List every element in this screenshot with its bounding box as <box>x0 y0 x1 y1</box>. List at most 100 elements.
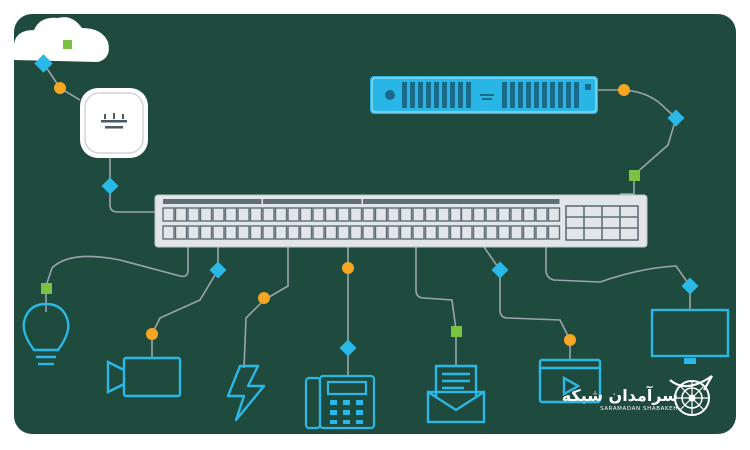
cyan-diamond <box>667 109 685 127</box>
switch-port <box>412 207 425 222</box>
switch-port <box>349 207 363 222</box>
cyan-diamond <box>339 339 357 357</box>
switch-port <box>535 225 548 240</box>
connector-markers <box>34 54 699 357</box>
switch-port <box>472 225 486 240</box>
switch-port <box>399 207 413 222</box>
switch-port <box>237 207 250 222</box>
switch-port <box>387 225 400 240</box>
orange-dot <box>564 334 576 346</box>
switch-port <box>349 225 363 240</box>
switch-port <box>337 225 350 240</box>
media-player-icon <box>538 358 602 404</box>
switch-port <box>187 207 200 222</box>
switch-port <box>287 225 300 240</box>
switch-port <box>174 225 188 240</box>
switch-port <box>387 207 400 222</box>
switch-ports <box>162 199 561 240</box>
switch-port <box>162 207 175 222</box>
green-square <box>41 283 52 294</box>
switch-port <box>437 225 450 240</box>
switch-port <box>510 225 523 240</box>
switch-port <box>460 225 473 240</box>
server-icon <box>370 76 598 114</box>
switch-port <box>374 207 388 222</box>
orange-dot <box>618 84 630 96</box>
cyan-diamond <box>34 54 53 73</box>
switch-port <box>299 207 313 222</box>
switch-uplink-module <box>565 205 639 241</box>
switch-port <box>174 207 188 222</box>
switch-port <box>212 225 225 240</box>
switch-port <box>274 207 288 222</box>
switch-port <box>212 207 225 222</box>
switch-port-group-label <box>263 199 362 204</box>
switch-port <box>262 225 275 240</box>
brand-title: سرآمدان شبکه <box>561 386 678 405</box>
switch-port <box>362 225 375 240</box>
switch-port-group-label <box>363 199 462 204</box>
link-switch-camera <box>151 247 219 358</box>
switch-port <box>460 207 473 222</box>
cyan-diamond <box>101 177 119 195</box>
switch-port <box>485 225 498 240</box>
switch-port-group-label <box>461 199 560 204</box>
switch-port <box>522 225 536 240</box>
video-camera-icon <box>106 356 182 398</box>
link-switch-power <box>243 247 289 369</box>
email-icon <box>426 364 486 424</box>
switch-port <box>324 225 338 240</box>
cyan-diamond <box>491 261 509 279</box>
switch-port-group-label <box>163 199 262 204</box>
switch-port <box>224 225 238 240</box>
switch-port <box>199 207 213 222</box>
monitor-icon <box>650 308 730 364</box>
orange-dot <box>258 292 270 304</box>
switch-port <box>424 207 438 222</box>
switch-port <box>497 207 511 222</box>
light-bulb-icon <box>22 302 70 366</box>
ip-phone-icon <box>304 374 376 430</box>
wireless-access-point-icon <box>80 88 148 158</box>
link-switch-monitor <box>545 247 691 310</box>
orange-dot <box>54 82 66 94</box>
power-icon <box>226 364 266 422</box>
switch-port <box>399 225 413 240</box>
switch-port <box>312 207 325 222</box>
switch-port <box>374 225 388 240</box>
link-cloud-ap <box>43 63 81 101</box>
switch-port <box>362 207 375 222</box>
switch-port <box>162 225 175 240</box>
link-ap-switch <box>109 158 158 213</box>
switch-port <box>547 207 561 222</box>
brand-subtitle: SARAMADAN SHABAKEH <box>600 406 678 412</box>
switch-port <box>412 225 425 240</box>
switch-port <box>324 207 338 222</box>
brand-logo: سرآمدان شبکه SARAMADAN SHABAKEH <box>530 378 730 422</box>
link-switch-media <box>483 246 571 360</box>
orange-dot <box>342 262 354 274</box>
switch-port <box>249 207 263 222</box>
switch-port <box>287 207 300 222</box>
switch-port <box>472 207 486 222</box>
switch-port <box>187 225 200 240</box>
green-square <box>451 326 462 337</box>
switch-port <box>312 225 325 240</box>
switch-port <box>497 225 511 240</box>
switch-port <box>199 225 213 240</box>
cyan-diamond <box>209 261 227 279</box>
orange-dot <box>146 328 158 340</box>
switch-port <box>424 225 438 240</box>
switch-port <box>262 207 275 222</box>
cloud-icon <box>14 17 109 62</box>
switch-port <box>510 207 523 222</box>
switch-port <box>274 225 288 240</box>
brand-logo-icon <box>669 375 713 416</box>
switch-port <box>485 207 498 222</box>
switch-port <box>547 225 561 240</box>
green-square <box>629 170 640 181</box>
cyan-diamond <box>681 277 699 295</box>
switch-port <box>237 225 250 240</box>
switch-port <box>249 225 263 240</box>
